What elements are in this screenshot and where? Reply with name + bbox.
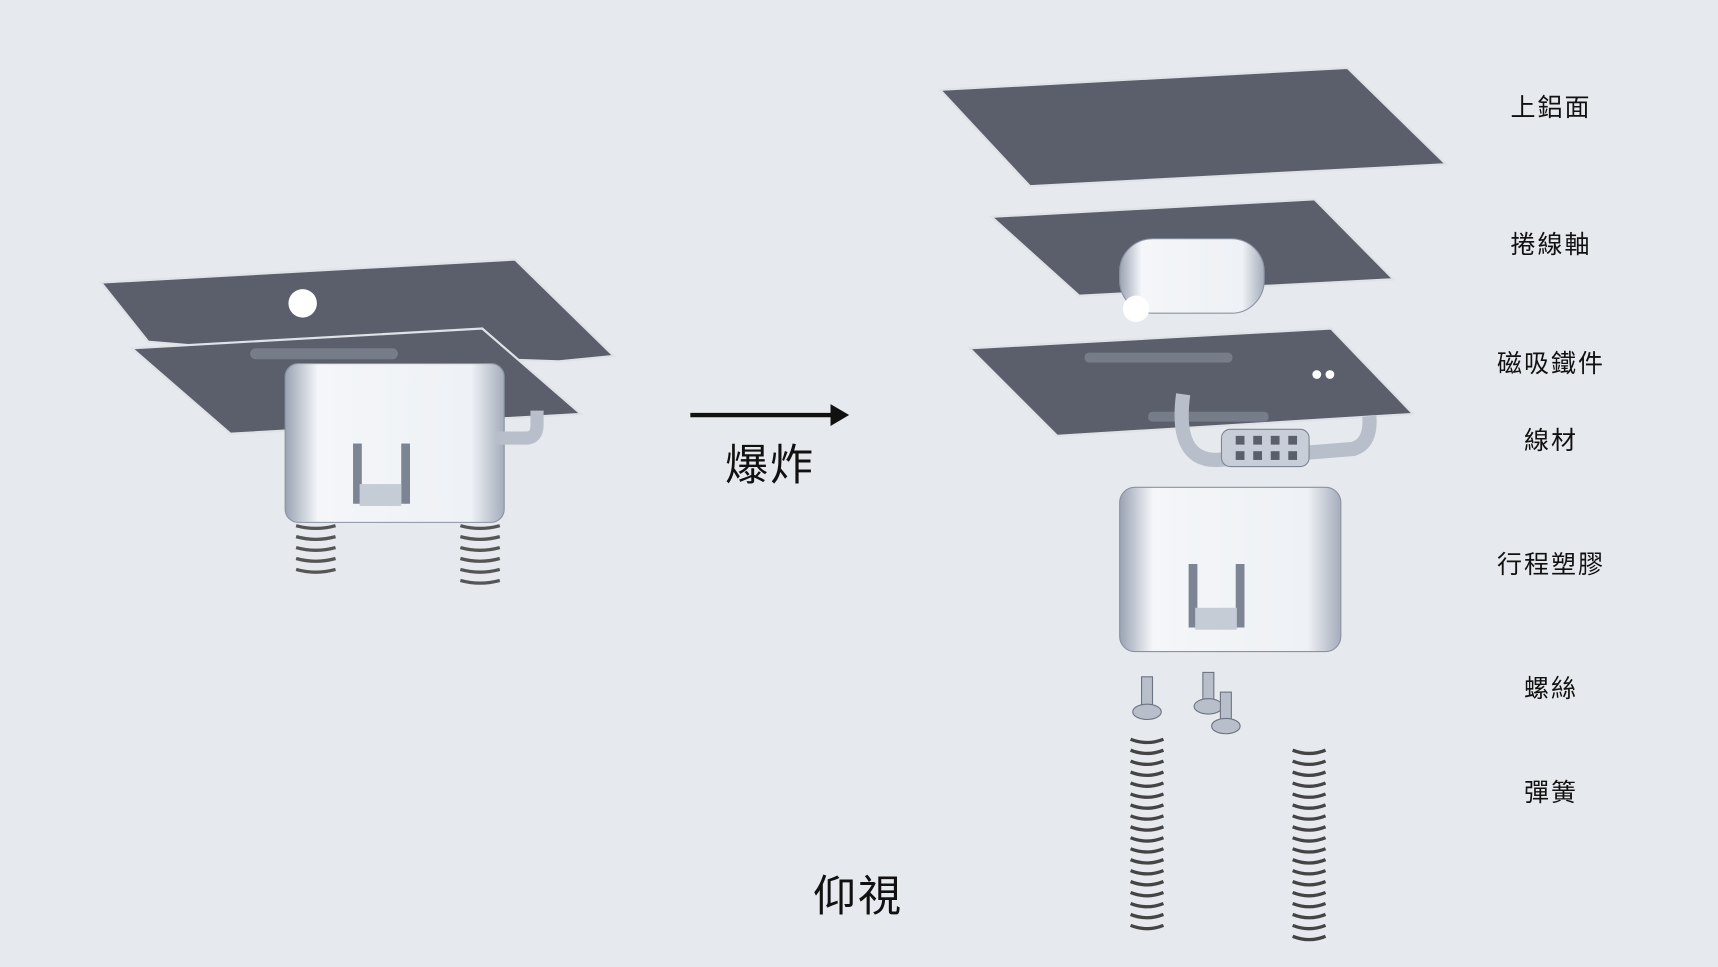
part-label-screws: 螺絲 bbox=[1523, 674, 1579, 703]
part-label-top-aluminum: 上鋁面 bbox=[1510, 93, 1592, 122]
part-label-springs: 彈簧 bbox=[1523, 778, 1579, 807]
part-label-wire: 線材 bbox=[1523, 426, 1579, 455]
cable-reel-part bbox=[1119, 238, 1265, 314]
travel-plastic-part bbox=[1119, 486, 1342, 653]
assembled-model bbox=[98, 258, 617, 585]
explode-label: 爆炸 bbox=[725, 441, 815, 491]
wire-part bbox=[1174, 393, 1377, 468]
view-label: 仰視 bbox=[813, 872, 903, 922]
part-label-cable-reel: 捲線軸 bbox=[1510, 230, 1592, 259]
top-aluminum-part bbox=[937, 66, 1449, 188]
springs-part bbox=[1129, 737, 1327, 942]
part-label-travel-plastic: 行程塑膠 bbox=[1496, 550, 1606, 579]
magnetic-iron-part bbox=[967, 327, 1416, 437]
part-label-magnetic-iron: 磁吸鐵件 bbox=[1496, 349, 1606, 378]
screws-part bbox=[1132, 671, 1241, 735]
explode-arrow bbox=[690, 404, 850, 427]
exploded-model bbox=[937, 66, 1449, 942]
